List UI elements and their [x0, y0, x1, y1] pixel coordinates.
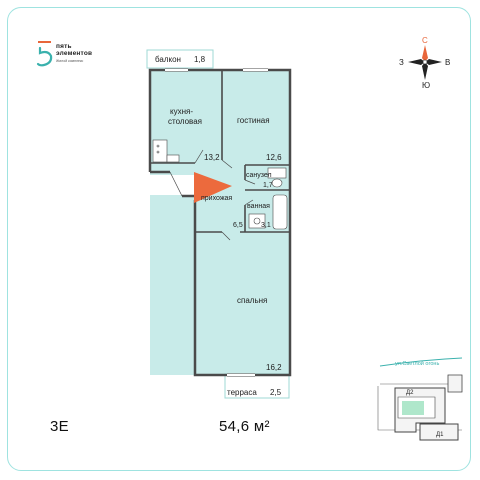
bath-label: ванная — [247, 203, 270, 210]
kitchen-area: 13,2 — [204, 153, 220, 162]
bedroom-label: спальня — [237, 296, 267, 305]
brand-subtitle: Жилой комплекс — [56, 59, 84, 63]
site-plan-street: ул.Светлой огонь — [395, 360, 439, 367]
hall-area: 6,5 — [233, 222, 243, 229]
site-plan — [377, 357, 463, 441]
kitchen-label-2: столовая — [168, 117, 202, 126]
interior-walls — [150, 70, 290, 233]
outer-walls — [148, 68, 292, 377]
five-elements-logo-icon — [36, 41, 53, 67]
kitchen-label-1: кухня- — [170, 107, 193, 116]
compass-icon — [408, 45, 442, 80]
door-swings — [169, 149, 256, 241]
brand-logo: пять элементов Жилой комплекс — [36, 40, 92, 68]
balcony-outline — [146, 49, 214, 69]
wc-label: санузел — [246, 172, 272, 179]
total-area: 54,6 м² — [219, 418, 270, 435]
windows — [165, 68, 268, 377]
unit-type: 3E — [50, 418, 69, 435]
bath-area: 3,1 — [261, 222, 271, 229]
wc-area: 1,7 — [263, 182, 273, 189]
balcony-label: балкон — [155, 55, 181, 64]
compass-west: З — [399, 58, 404, 67]
hall-label: прихожая — [201, 195, 232, 202]
site-plan-d2: Д2 — [406, 390, 414, 396]
brand-name: пять элементов — [56, 43, 93, 57]
compass-south: Ю — [422, 81, 430, 90]
living-label: гостиная — [237, 116, 270, 125]
kitchen-fixtures-icon — [152, 139, 180, 163]
bath-fixtures-icon — [248, 194, 288, 230]
bedroom-area: 16,2 — [266, 363, 282, 372]
compass-east: В — [445, 58, 450, 67]
site-plan-d1: Д1 — [436, 432, 444, 438]
compass-north: С — [422, 36, 428, 45]
wc-fixtures-icon — [267, 167, 287, 188]
balcony-area: 1,8 — [194, 55, 206, 64]
entrance-arrow-icon — [194, 172, 232, 203]
site-plan-highlight — [402, 401, 424, 415]
terrace-label: терраса — [227, 388, 257, 397]
living-area: 12,6 — [266, 153, 282, 162]
terrace-area: 2,5 — [270, 388, 282, 397]
